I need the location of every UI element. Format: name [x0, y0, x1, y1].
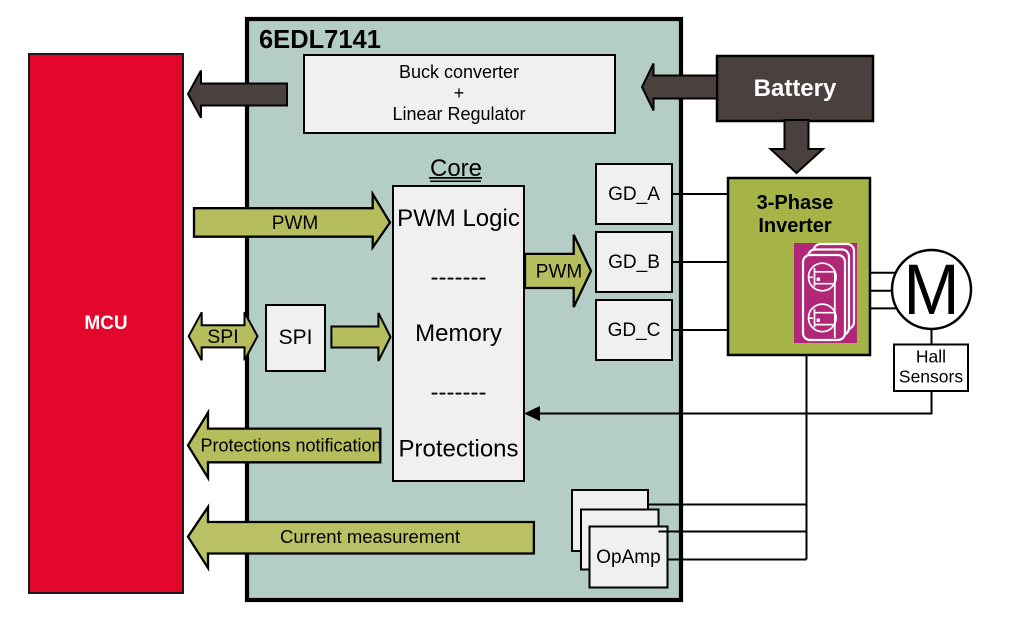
svg-text:6EDL7141: 6EDL7141	[259, 26, 381, 54]
svg-text:Buck converter: Buck converter	[399, 62, 519, 82]
svg-text:Memory: Memory	[415, 320, 502, 347]
svg-text:OpAmp: OpAmp	[596, 547, 660, 568]
svg-text:PWM: PWM	[272, 213, 318, 234]
svg-text:GD_A: GD_A	[608, 184, 660, 205]
svg-text:M: M	[904, 251, 960, 330]
svg-text:Protections notification: Protections notification	[200, 436, 381, 456]
svg-text:-------: -------	[431, 264, 487, 291]
svg-text:3-Phase: 3-Phase	[757, 192, 834, 214]
svg-text:-------: -------	[431, 379, 487, 406]
svg-text:PWM Logic: PWM Logic	[397, 205, 520, 232]
svg-text:GD_B: GD_B	[608, 252, 660, 273]
svg-text:Linear Regulator: Linear Regulator	[392, 104, 525, 124]
svg-text:GD_C: GD_C	[608, 320, 661, 341]
svg-text:SPI: SPI	[279, 326, 313, 349]
svg-text:SPI: SPI	[207, 326, 238, 348]
svg-text:Sensors: Sensors	[899, 367, 963, 387]
svg-text:Protections: Protections	[398, 436, 518, 463]
svg-text:PWM: PWM	[536, 262, 582, 283]
svg-text:Battery: Battery	[754, 75, 837, 102]
svg-text:Inverter: Inverter	[758, 215, 832, 237]
svg-text:MCU: MCU	[84, 313, 127, 334]
svg-text:Hall: Hall	[916, 347, 946, 367]
svg-text:Current measurement: Current measurement	[280, 526, 460, 547]
svg-text:+: +	[454, 83, 465, 103]
